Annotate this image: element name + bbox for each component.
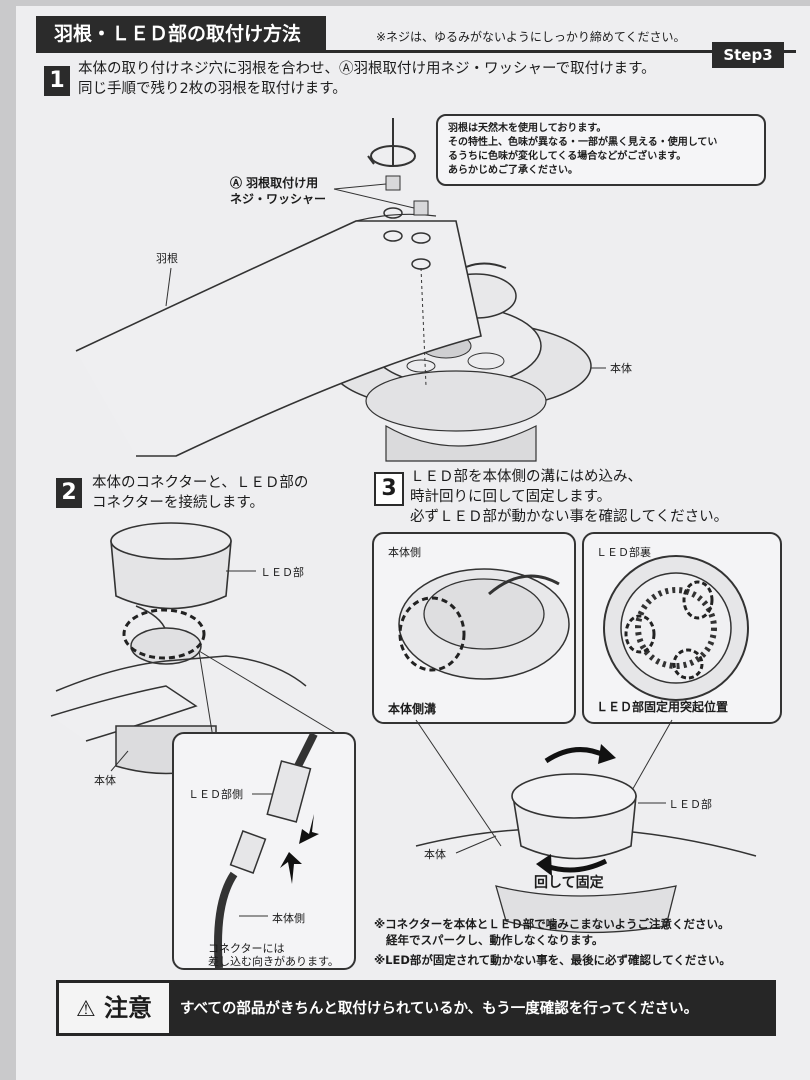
connector-direction-note: コネクターには: [208, 942, 285, 955]
step3-number: 3: [374, 472, 404, 506]
led-unit-label: ＬＥＤ部: [668, 798, 712, 811]
body-label: 本体: [610, 362, 632, 375]
step2-instruction-line2: コネクターを接続します。: [92, 495, 264, 511]
led-fixing-tab-caption: ＬＥＤ部固定用突起位置: [596, 700, 729, 714]
body-groove-drawing: [398, 568, 570, 680]
note-line: 羽根は天然木を使用しております。: [448, 123, 607, 134]
body-groove-caption: 本体側溝: [388, 702, 437, 716]
final-check-warning: ※LED部が固定されて動かない事を、最後に必ず確認してください。: [374, 953, 731, 967]
step2-instruction-line1: 本体のコネクターと、ＬＥＤ部の: [92, 475, 309, 491]
manual-page: 羽根・ＬＥＤ部の取付け方法 ※ネジは、ゆるみがないようにしっかり締めてください。…: [16, 6, 810, 1080]
blade-label: 羽根: [156, 252, 178, 265]
screw-washer-label: Ⓐ 羽根取付け用: [230, 176, 319, 190]
step1-number: 1: [44, 66, 70, 96]
step3-instruction-line3: 必ずＬＥＤ部が動かない事を確認してください。: [410, 509, 729, 525]
section-title: 羽根・ＬＥＤ部の取付け方法: [36, 16, 326, 52]
caution-label: 注意: [104, 994, 153, 1022]
screw-tightening-note: ※ネジは、ゆるみがないようにしっかり締めてください。: [376, 30, 686, 44]
body-side-title: 本体側: [388, 546, 421, 559]
note-line: あらかじめご了承ください。: [448, 165, 578, 176]
step3-instruction-line1: ＬＥＤ部を本体側の溝にはめ込み、: [410, 469, 642, 485]
body-label: 本体: [94, 774, 116, 787]
rotate-to-fix-label: 回して固定: [534, 875, 604, 891]
connector-pinch-warning: ※コネクターを本体とＬＥＤ部で噛みこまないようご注意ください。: [374, 917, 730, 931]
step2-number: 2: [56, 478, 82, 508]
led-side-connector-label: ＬＥＤ部側: [188, 788, 243, 801]
step1-instruction-line1: 本体の取り付けネジ穴に羽根を合わせ、Ⓐ羽根取付け用ネジ・ワッシャーで取付けます。: [78, 61, 656, 77]
step-badge: Step3: [712, 42, 784, 68]
caution-banner: ⚠ 注意 すべての部品がきちんと取付けられているか、もう一度確認を行ってください…: [56, 980, 776, 1036]
body-label: 本体: [424, 848, 446, 861]
header-rule: [36, 50, 796, 53]
spark-warning: 経年でスパークし、動作しなくなります。: [386, 933, 604, 947]
led-back-drawing: [603, 555, 749, 701]
note-line: るうちに色味が変化してくる場合などがございます。: [448, 151, 687, 162]
natural-wood-note: 羽根は天然木を使用しております。 その特性上、色味が異なる・一部が黒く見える・使…: [436, 114, 766, 186]
led-unit-label: ＬＥＤ部: [260, 566, 304, 579]
caution-text: すべての部品がきちんと取付けられているか、もう一度確認を行ってください。: [180, 1001, 699, 1017]
step3-rotate-illustration: [415, 719, 757, 934]
led-back-title: ＬＥＤ部裏: [596, 546, 651, 559]
connector-direction-note: 差し込む向きがあります。: [208, 955, 339, 968]
step1-blade-illustration: [75, 118, 606, 462]
screw-washer-label: ネジ・ワッシャー: [230, 192, 327, 206]
body-side-inset: 本体側 本体側溝: [372, 532, 576, 724]
led-back-inset: ＬＥＤ部裏 ＬＥＤ部固定用突起位置: [582, 532, 782, 724]
connector-detail-drawing: [214, 732, 319, 969]
connector-detail-inset: ＬＥＤ部側 本体側 コネクターには 差し込む向きがあります。: [172, 732, 356, 970]
step3-instruction-line2: 時計回りに回して固定します。: [410, 489, 612, 505]
caution-label-box: ⚠ 注意: [56, 980, 172, 1036]
warning-triangle-icon: ⚠: [75, 997, 96, 1022]
note-line: その特性上、色味が異なる・一部が黒く見える・使用してい: [448, 137, 718, 148]
step1-instruction-line2: 同じ手順で残り2枚の羽根を取付けます。: [78, 81, 347, 97]
body-side-connector-label: 本体側: [272, 912, 305, 925]
